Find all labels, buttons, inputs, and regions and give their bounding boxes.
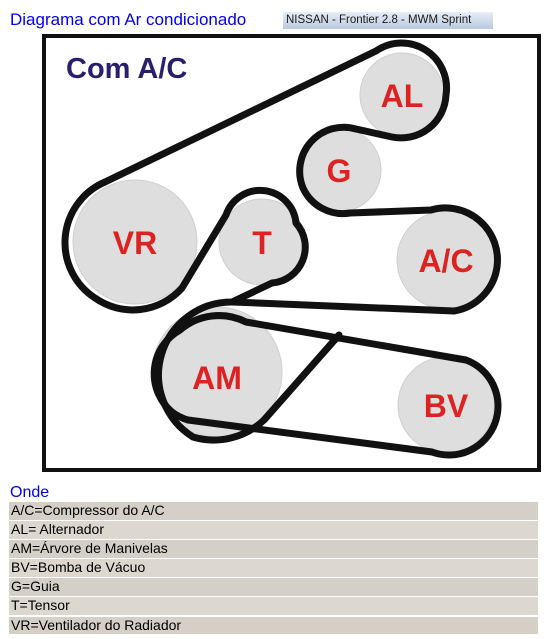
- pulley-label-g: G: [327, 153, 352, 189]
- legend: A/C=Compressor do A/C AL= Alternador AM=…: [9, 502, 538, 636]
- main-belt: [61, 39, 501, 444]
- diagram-heading: Com A/C: [66, 53, 187, 85]
- belt-diagram: Com A/C AL G VR T A/C AM BV: [42, 34, 541, 472]
- pulley-vr: [72, 179, 198, 305]
- legend-item-ac: A/C=Compressor do A/C: [9, 502, 538, 520]
- pulley-label-bv: BV: [424, 388, 469, 424]
- legend-title: Onde: [10, 484, 50, 501]
- pulley-label-al: AL: [381, 78, 424, 114]
- pulley-discs: [72, 52, 496, 454]
- pulley-label-am: AM: [192, 360, 242, 396]
- legend-item-t: T=Tensor: [9, 597, 538, 616]
- legend-item-vr: VR=Ventilador do Radiador: [9, 616, 538, 635]
- vacuum-pump-belt: [150, 312, 502, 459]
- pulley-label-vr: VR: [113, 225, 157, 261]
- diagram-title: Diagrama com Ar condicionado: [10, 10, 247, 29]
- legend-item-al: AL= Alternador: [9, 521, 538, 539]
- pulley-labels: AL G VR T A/C AM BV: [113, 78, 474, 424]
- pulley-label-t: T: [252, 225, 272, 261]
- legend-item-g: G=Guia: [9, 578, 538, 596]
- legend-item-am: AM=Árvore de Manivelas: [9, 540, 538, 558]
- vehicle-label: NISSAN - Frontier 2.8 - MWM Sprint: [283, 12, 493, 29]
- legend-item-bv: BV=Bomba de Vácuo: [9, 559, 538, 577]
- pulley-label-ac: A/C: [418, 243, 473, 279]
